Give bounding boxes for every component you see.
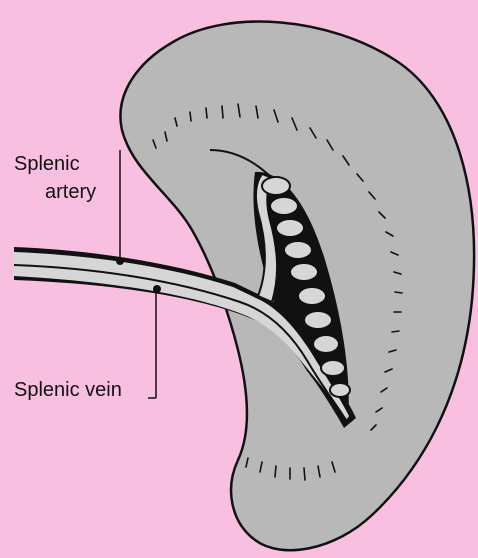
branch-loop — [298, 287, 326, 305]
branch-loop — [284, 241, 312, 259]
splenic-artery-label-line2: artery — [45, 180, 96, 204]
vein-marker-dot — [153, 285, 161, 293]
branch-loop — [276, 219, 304, 237]
branch-loop — [304, 311, 332, 329]
artery-marker-dot — [116, 257, 124, 265]
branch-loop — [270, 197, 298, 215]
branch-loop — [313, 335, 339, 353]
branch-loop — [330, 383, 350, 397]
branch-loop — [262, 177, 290, 195]
branch-loop — [290, 263, 318, 281]
splenic-vein-label: Splenic vein — [14, 378, 122, 402]
splenic-artery-label-line1: Splenic — [14, 152, 80, 176]
branch-loop — [321, 360, 345, 376]
